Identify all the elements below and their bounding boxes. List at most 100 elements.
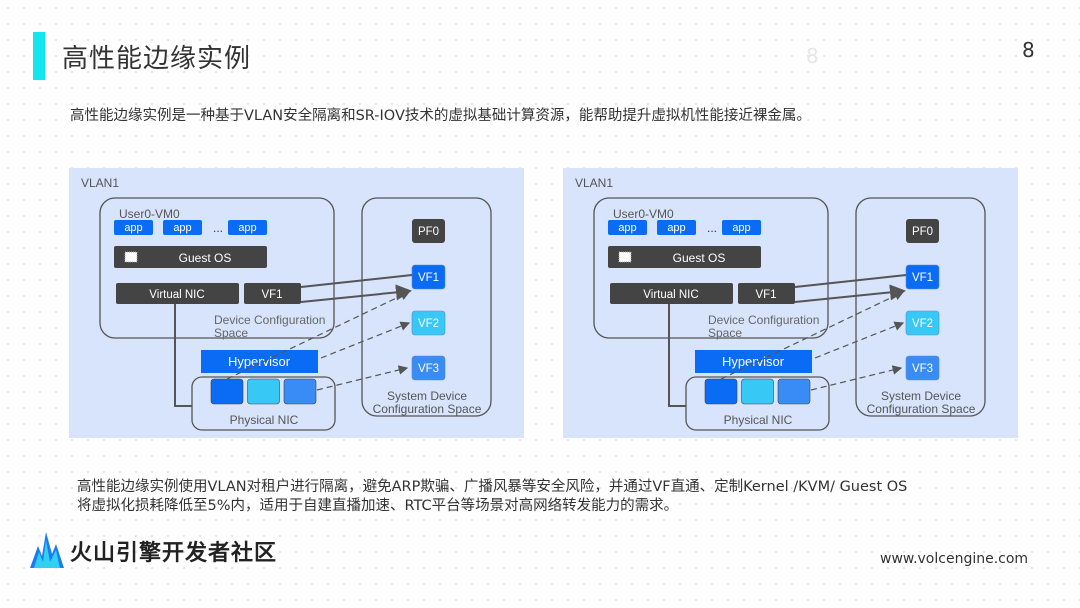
description-line: 将虚拟化损耗降低至5%内，适用于自建直播加速、RTC平台等场景对高网络转发能力的… [77, 498, 679, 514]
pf0-label: PF0 [418, 226, 439, 238]
volcano-logo-icon [30, 532, 64, 568]
vf-box [905, 264, 940, 290]
system-config-label: Configuration Space [373, 402, 482, 416]
app-ellipsis: ... [707, 221, 717, 235]
vm-box [593, 197, 829, 339]
vf1-link-arrow [794, 284, 906, 303]
guest-os-box [608, 246, 761, 268]
virtual-nic-label: Virtual NIC [643, 289, 698, 301]
dashed-arrow-vf2 [814, 321, 905, 359]
device-config-label: Space [708, 326, 742, 340]
nic-port [741, 378, 774, 405]
vf-label: VF2 [418, 318, 439, 330]
vf-box [411, 310, 446, 336]
dashed-arrow-vf1 [720, 291, 905, 380]
page-title: 高性能边缘实例 [62, 44, 252, 74]
vm-name: User0-VM0 [119, 207, 180, 221]
device-config-label: Space [214, 326, 248, 340]
title-accent-bar [33, 32, 45, 80]
description-line: 高性能边缘实例使用VLAN对租户进行隔离，避免ARP欺骗、广播风暴等安全风险，并… [77, 479, 908, 495]
vm-vf1-box [738, 283, 795, 304]
vf-box [905, 355, 940, 381]
app-box [228, 220, 267, 235]
vnic-link-line [668, 304, 686, 407]
hypervisor-label: Hypervisor [722, 354, 785, 369]
vnic-link-line [174, 304, 192, 407]
virtual-nic-label: Virtual NIC [149, 289, 204, 301]
guest-os-box [114, 246, 267, 268]
vm-vf1-label: VF1 [261, 289, 282, 301]
vf-box [411, 355, 446, 381]
ghost-page-number: 8 [806, 44, 819, 68]
nic-port [704, 378, 738, 405]
app-label: app [173, 222, 191, 234]
vf-label: VF1 [912, 272, 933, 284]
physical-nic-box [191, 376, 336, 431]
physical-nic-label: Physical NIC [724, 413, 793, 427]
intro-text: 高性能边缘实例是一种基于VLAN安全隔离和SR-IOV技术的虚拟基础计算资源，能… [70, 108, 811, 124]
system-config-label: System Device [387, 389, 467, 403]
vf-box [905, 310, 940, 336]
hypervisor-label: Hypervisor [228, 354, 291, 369]
device-config-label: Device Configuration [708, 313, 819, 327]
vm-vf1-box [244, 283, 301, 304]
physical-nic-box [685, 376, 830, 431]
vf-label: VF3 [912, 363, 933, 375]
app-label: app [124, 222, 142, 234]
nic-port [247, 378, 280, 405]
description: 高性能边缘实例使用VLAN对租户进行隔离，避免ARP欺骗、广播风暴等安全风险，并… [77, 478, 1037, 516]
app-label: app [667, 222, 685, 234]
nic-port [283, 378, 317, 405]
system-config-box [855, 197, 986, 417]
nic-port [777, 378, 811, 405]
logo-text: 火山引擎开发者社区 [70, 541, 278, 566]
vf1-link-arrow [300, 284, 412, 303]
chip-icon [618, 251, 632, 263]
physical-nic-label: Physical NIC [230, 413, 299, 427]
website-url: www.volcengine.com [880, 551, 1029, 567]
pf0-box [412, 219, 445, 243]
vf-box [411, 264, 446, 290]
app-label: app [732, 222, 750, 234]
hypervisor-box [695, 350, 812, 373]
vf1-link-line [794, 274, 907, 288]
app-ellipsis: ... [213, 221, 223, 235]
nic-port [210, 378, 244, 405]
app-box [657, 220, 696, 235]
app-box [722, 220, 761, 235]
guest-os-label: Guest OS [673, 251, 726, 265]
vf-label: VF2 [912, 318, 933, 330]
guest-os-label: Guest OS [179, 251, 232, 265]
system-config-label: System Device [881, 389, 961, 403]
app-label: app [618, 222, 636, 234]
system-config-box [361, 197, 492, 417]
device-config-label: Device Configuration [214, 313, 325, 327]
app-label: app [238, 222, 256, 234]
vf-label: VF1 [418, 272, 439, 284]
app-box [608, 220, 647, 235]
vm-box [99, 197, 335, 339]
page-number: 8 [1022, 38, 1035, 62]
system-config-label: Configuration Space [867, 402, 976, 416]
brand-logo: 火山引擎开发者社区 [30, 532, 277, 570]
dashed-arrow-vf3 [316, 365, 409, 391]
app-box [114, 220, 153, 235]
virtual-nic-box [610, 283, 733, 304]
dashed-arrow-vf2 [320, 321, 411, 359]
vf-label: VF3 [418, 363, 439, 375]
virtual-nic-box [116, 283, 239, 304]
vlan-label: VLAN1 [81, 176, 119, 190]
dashed-arrow-vf3 [810, 365, 903, 391]
vm-vf1-label: VF1 [755, 289, 776, 301]
pf0-label: PF0 [912, 226, 933, 238]
vlan-label: VLAN1 [575, 176, 613, 190]
dashed-arrow-vf1 [226, 291, 411, 380]
chip-icon [124, 251, 138, 263]
vf1-link-line [300, 274, 413, 288]
vm-name: User0-VM0 [613, 207, 674, 221]
hypervisor-box [201, 350, 318, 373]
pf0-box [906, 219, 939, 243]
app-box [163, 220, 202, 235]
